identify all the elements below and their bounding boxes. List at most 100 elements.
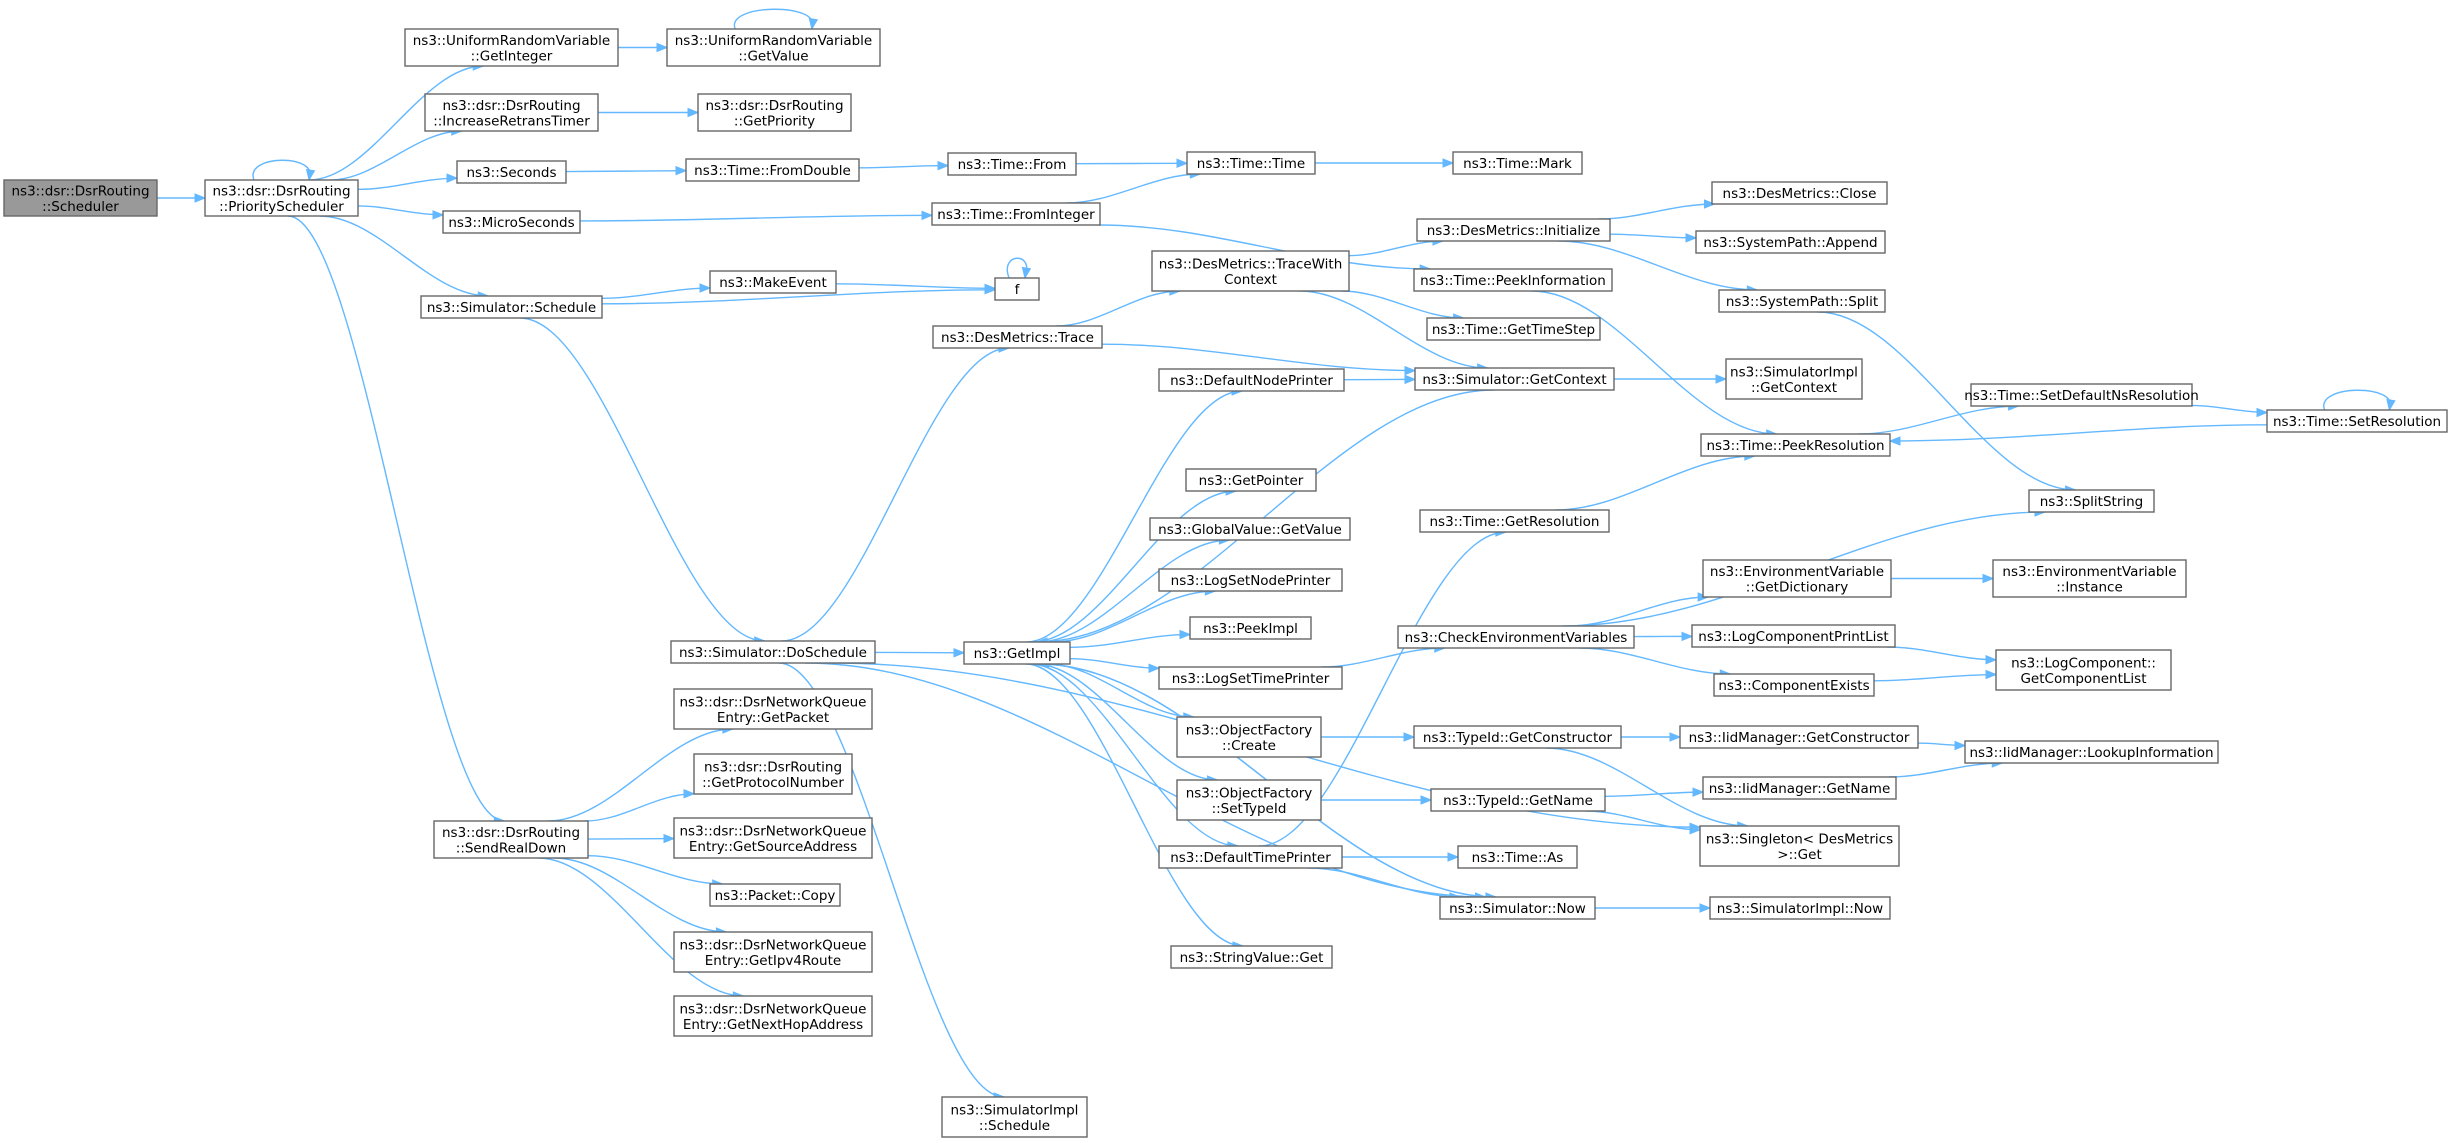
- node-splitString[interactable]: ns3::SplitString: [2028, 489, 2155, 513]
- node-logComponentPrintList[interactable]: ns3::LogComponentPrintList: [1691, 624, 1896, 648]
- node-peekImpl[interactable]: ns3::PeekImpl: [1189, 616, 1312, 640]
- node-simSchedule[interactable]: ns3::Simulator::Schedule: [420, 295, 603, 319]
- node-label-line: ns3::Time::FromInteger: [937, 207, 1095, 223]
- edge-timeFromInteger-to-timeTime: [1066, 169, 1202, 204]
- node-envInstance[interactable]: ns3::EnvironmentVariable::Instance: [1992, 559, 2187, 598]
- node-iidGetConstructor[interactable]: ns3::IidManager::GetConstructor: [1679, 725, 1919, 749]
- node-simImplSchedule[interactable]: ns3::SimulatorImpl::Schedule: [941, 1096, 1088, 1138]
- node-nqGetPacket[interactable]: ns3::dsr::DsrNetworkQueueEntry::GetPacke…: [673, 688, 873, 730]
- node-urvGetValue[interactable]: ns3::UniformRandomVariable::GetValue: [666, 28, 881, 67]
- node-nqGetSourceAddress[interactable]: ns3::dsr::DsrNetworkQueueEntry::GetSourc…: [673, 817, 873, 859]
- edge-line: [1066, 173, 1201, 204]
- edge-line: [1873, 673, 1997, 682]
- edge-arrowhead: [1021, 266, 1032, 280]
- node-typeIdGetName[interactable]: ns3::TypeId::GetName: [1430, 788, 1606, 812]
- node-iidLookupInformation[interactable]: ns3::IidManager::LookupInformation: [1964, 740, 2219, 764]
- edge-timeGetResolution-to-timePeekResolution: [1555, 451, 1757, 511]
- node-simNow[interactable]: ns3::Simulator::Now: [1439, 896, 1596, 920]
- edge-arrowhead: [683, 789, 696, 799]
- node-priorityScheduler[interactable]: ns3::dsr::DsrRouting::PriorityScheduler: [204, 179, 359, 217]
- node-objFactoryCreate[interactable]: ns3::ObjectFactory::Create: [1176, 716, 1322, 758]
- node-scheduler[interactable]: ns3::dsr::DsrRouting::Scheduler: [3, 179, 158, 217]
- node-simDoSchedule[interactable]: ns3::Simulator::DoSchedule: [670, 640, 876, 664]
- edge-f-to-f: [1006, 257, 1032, 280]
- node-getPointer[interactable]: ns3::GetPointer: [1185, 468, 1317, 492]
- node-sysPathSplit[interactable]: ns3::SystemPath::Split: [1718, 289, 1886, 313]
- node-nqGetNextHopAddress[interactable]: ns3::dsr::DsrNetworkQueueEntry::GetNextH…: [673, 995, 873, 1037]
- node-timeGetResolution[interactable]: ns3::Time::GetResolution: [1419, 509, 1610, 533]
- node-logSetTimePrinter[interactable]: ns3::LogSetTimePrinter: [1158, 666, 1343, 690]
- node-timeGetTimeStep[interactable]: ns3::Time::GetTimeStep: [1426, 317, 1601, 341]
- node-desInitialize[interactable]: ns3::DesMetrics::Initialize: [1416, 218, 1611, 242]
- node-typeIdGetConstructor[interactable]: ns3::TypeId::GetConstructor: [1413, 725, 1622, 749]
- node-defaultNodePrinter[interactable]: ns3::DefaultNodePrinter: [1158, 368, 1345, 392]
- node-box: [1700, 433, 1891, 457]
- node-timeTime[interactable]: ns3::Time::Time: [1186, 151, 1316, 175]
- node-logComponentGetList[interactable]: ns3::LogComponent::GetComponentList: [1995, 649, 2172, 691]
- edge-getImpl-to-logSetTimePrinter: [1069, 657, 1161, 673]
- node-defaultTimePrinter[interactable]: ns3::DefaultTimePrinter: [1158, 845, 1343, 869]
- node-timeFrom[interactable]: ns3::Time::From: [947, 152, 1077, 176]
- node-envGetDictionary[interactable]: ns3::EnvironmentVariable::GetDictionary: [1702, 559, 1892, 598]
- edge-sendRealDown-to-getProtocolNumber: [584, 789, 696, 822]
- node-timeMark[interactable]: ns3::Time::Mark: [1452, 151, 1583, 175]
- node-timeSetDefaultNsResolution[interactable]: ns3::Time::SetDefaultNsResolution: [1964, 383, 2199, 407]
- node-label-line: ns3::SimulatorImpl::Now: [1717, 901, 1883, 917]
- edge-line: [287, 215, 505, 822]
- edge-line: [1889, 424, 2268, 442]
- node-timePeekInformation[interactable]: ns3::Time::PeekInformation: [1413, 268, 1613, 292]
- node-timeAs[interactable]: ns3::Time::As: [1457, 845, 1578, 869]
- node-simImplNow[interactable]: ns3::SimulatorImpl::Now: [1709, 896, 1891, 920]
- node-label-line: ns3::ObjectFactory: [1186, 722, 1313, 738]
- edge-line: [1029, 663, 1238, 847]
- node-timePeekResolution[interactable]: ns3::Time::PeekResolution: [1700, 433, 1891, 457]
- node-sysPathAppend[interactable]: ns3::SystemPath::Append: [1695, 230, 1886, 254]
- edge-getImpl-to-defaultNodePrinter: [1026, 386, 1244, 643]
- node-getPriority[interactable]: ns3::dsr::DsrRouting::GetPriority: [697, 93, 852, 132]
- node-stringValueGet[interactable]: ns3::StringValue::Get: [1170, 945, 1333, 969]
- node-timeFromInteger[interactable]: ns3::Time::FromInteger: [931, 202, 1101, 226]
- node-getImpl[interactable]: ns3::GetImpl: [963, 641, 1071, 665]
- edge-line: [252, 159, 311, 181]
- node-simGetContext[interactable]: ns3::Simulator::GetContext: [1414, 367, 1615, 391]
- node-label-line: ::Schedule: [979, 1118, 1050, 1134]
- node-simImplGetContext[interactable]: ns3::SimulatorImpl::GetContext: [1725, 358, 1863, 400]
- edge-line: [1026, 390, 1243, 643]
- node-box: [404, 28, 619, 67]
- node-objFactorySetTypeId[interactable]: ns3::ObjectFactory::SetTypeId: [1176, 779, 1322, 821]
- edge-arrowhead: [1404, 365, 1417, 376]
- node-singletonGet[interactable]: ns3::Singleton< DesMetrics>::Get: [1699, 825, 1900, 867]
- node-timeFromDouble[interactable]: ns3::Time::FromDouble: [685, 158, 860, 182]
- node-logSetNodePrinter[interactable]: ns3::LogSetNodePrinter: [1158, 568, 1343, 592]
- node-label-line: ns3::LogSetTimePrinter: [1172, 671, 1330, 687]
- node-getProtocolNumber[interactable]: ns3::dsr::DsrRouting::GetProtocolNumber: [693, 753, 853, 795]
- node-f[interactable]: f: [994, 277, 1040, 301]
- node-increaseRetransTimer[interactable]: ns3::dsr::DsrRouting::IncreaseRetransTim…: [424, 93, 599, 132]
- node-label-line: ::GetDictionary: [1746, 579, 1848, 595]
- edge-desInitialize-to-sysPathAppend: [1609, 233, 1698, 243]
- edge-line: [1052, 590, 1216, 643]
- node-globalValueGetValue[interactable]: ns3::GlobalValue::GetValue: [1149, 517, 1351, 541]
- edge-typeIdGetConstructor-to-iidGetConstructor: [1621, 732, 1682, 742]
- node-label-line: ns3::GetImpl: [974, 646, 1061, 662]
- edge-timeTime-to-timeMark: [1315, 158, 1455, 168]
- edge-line: [804, 662, 1486, 898]
- node-urvGetInteger[interactable]: ns3::UniformRandomVariable::GetInteger: [404, 28, 619, 67]
- node-label-line: ns3::dsr::DsrNetworkQueue: [680, 823, 867, 839]
- node-componentExists[interactable]: ns3::ComponentExists: [1713, 673, 1875, 697]
- node-seconds[interactable]: ns3::Seconds: [456, 160, 567, 184]
- node-desClose[interactable]: ns3::DesMetrics::Close: [1711, 181, 1888, 205]
- node-desTrace[interactable]: ns3::DesMetrics::Trace: [932, 325, 1103, 349]
- node-iidGetName[interactable]: ns3::IidManager::GetName: [1702, 776, 1897, 800]
- node-nqGetIpv4Route[interactable]: ns3::dsr::DsrNetworkQueueEntry::GetIpv4R…: [673, 931, 873, 973]
- node-label-line: ns3::LogComponentPrintList: [1698, 629, 1888, 645]
- node-makeEvent[interactable]: ns3::MakeEvent: [709, 270, 837, 294]
- edge-line: [2323, 389, 2391, 411]
- node-sendRealDown[interactable]: ns3::dsr::DsrRouting::SendRealDown: [433, 820, 589, 859]
- node-timeSetResolution[interactable]: ns3::Time::SetResolution: [2266, 409, 2448, 433]
- edge-line: [357, 205, 444, 216]
- node-microSeconds[interactable]: ns3::MicroSeconds: [442, 210, 581, 234]
- node-packetCopy[interactable]: ns3::Packet::Copy: [709, 883, 841, 907]
- node-checkEnvVars[interactable]: ns3::CheckEnvironmentVariables: [1397, 625, 1635, 649]
